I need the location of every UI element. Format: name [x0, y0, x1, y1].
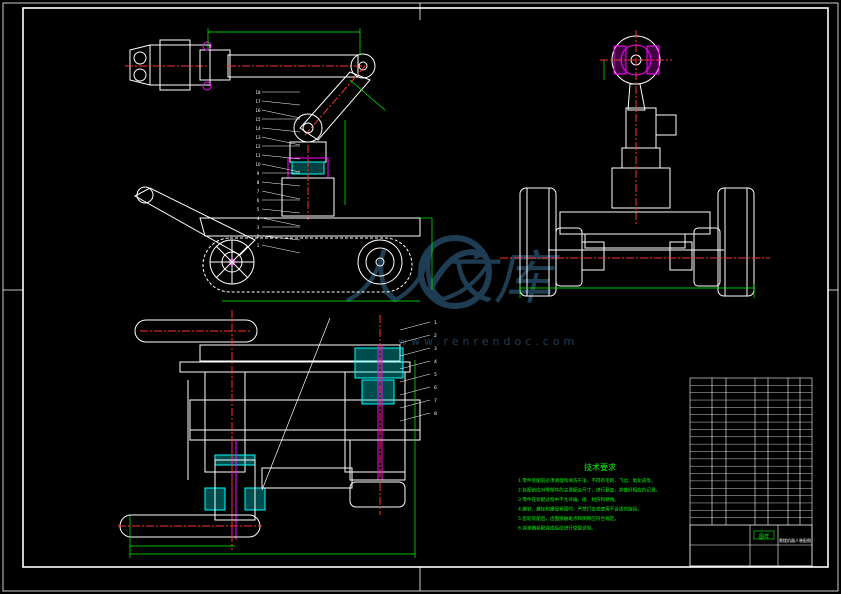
balloon-label: 7	[434, 398, 437, 404]
section-view-balloons: 1 2 3 4 5 6 7 8	[399, 320, 437, 422]
section-view: 1 2 3 4 5 6 7 8	[118, 310, 437, 558]
balloon-label: 2	[257, 234, 260, 239]
balloon-label: 4	[434, 359, 437, 365]
bill-of-materials: 图样 爬楼机器人装配图	[689, 377, 813, 567]
tech-req-title: 技术要求	[584, 462, 616, 472]
gripper-head	[125, 39, 231, 91]
balloon-label: 3	[257, 225, 260, 230]
balloon-label: 8	[257, 180, 260, 185]
balloon-label: 17	[255, 99, 261, 104]
balloon-label: 18	[255, 90, 261, 95]
balloon-label: 4	[257, 216, 260, 221]
tech-req-line: 6.减速器装配完成后应进行空载试验。	[518, 525, 596, 532]
technical-requirements: 技术要求 1.零件装配前必须清理和清洗干净，不得有毛刺、飞边、氧化皮等。 2.装配…	[518, 462, 660, 532]
side-view-balloons: 18 17 16 15 14 13 12 11 10 9 8 7 6 5 4 3 2 1	[255, 90, 301, 254]
title-block-label: 图样	[759, 533, 769, 540]
tech-req-line: 1.零件装配前必须清理和清洗干净，不得有毛刺、飞边、氧化皮等。	[518, 477, 656, 484]
side-view: 18 17 16 15 14 13 12 11 10 9 8 7 6 5 4 3 2 1	[125, 28, 433, 302]
tech-req-line: 3.零件在装配过程中不允许磕、碰、划伤和锈蚀。	[518, 496, 619, 503]
balloon-label: 6	[434, 385, 437, 391]
balloon-label: 8	[434, 411, 437, 417]
watermark-char-3: 文	[436, 244, 501, 312]
balloon-label: 11	[255, 153, 261, 158]
tech-req-line: 5.齿轮装配后，齿面接触斑点和侧隙应符合规定。	[518, 515, 619, 522]
front-view	[500, 30, 770, 298]
balloon-label: 15	[255, 117, 261, 122]
balloon-label: 5	[434, 372, 437, 378]
balloon-label: 1	[434, 320, 437, 326]
balloon-label: 13	[255, 135, 261, 140]
balloon-label: 10	[255, 162, 261, 167]
balloon-label: 5	[257, 207, 260, 212]
tech-req-line: 4.螺钉、螺栓和螺母紧固时，严禁打击或使用不合适的旋具。	[518, 506, 642, 513]
watermark: 人 人 文 库 www.renrendoc.com	[343, 235, 578, 348]
balloon-label: 14	[255, 126, 261, 131]
watermark-url: www.renrendoc.com	[398, 335, 578, 348]
balloon-label: 12	[255, 144, 261, 149]
balloon-label: 9	[257, 171, 260, 176]
balloon-label: 16	[255, 108, 261, 113]
balloon-label: 3	[434, 346, 437, 352]
balloon-label: 6	[257, 198, 260, 203]
balloon-label: 2	[434, 333, 437, 339]
balloon-label: 7	[257, 189, 260, 194]
balloon-label: 1	[257, 243, 260, 248]
title-block-drawing-name: 爬楼机器人装配图	[779, 537, 811, 543]
tech-req-line: 2.装配前应对零部件的主要配合尺寸，进行复查，并做好相应的记录。	[518, 487, 660, 494]
